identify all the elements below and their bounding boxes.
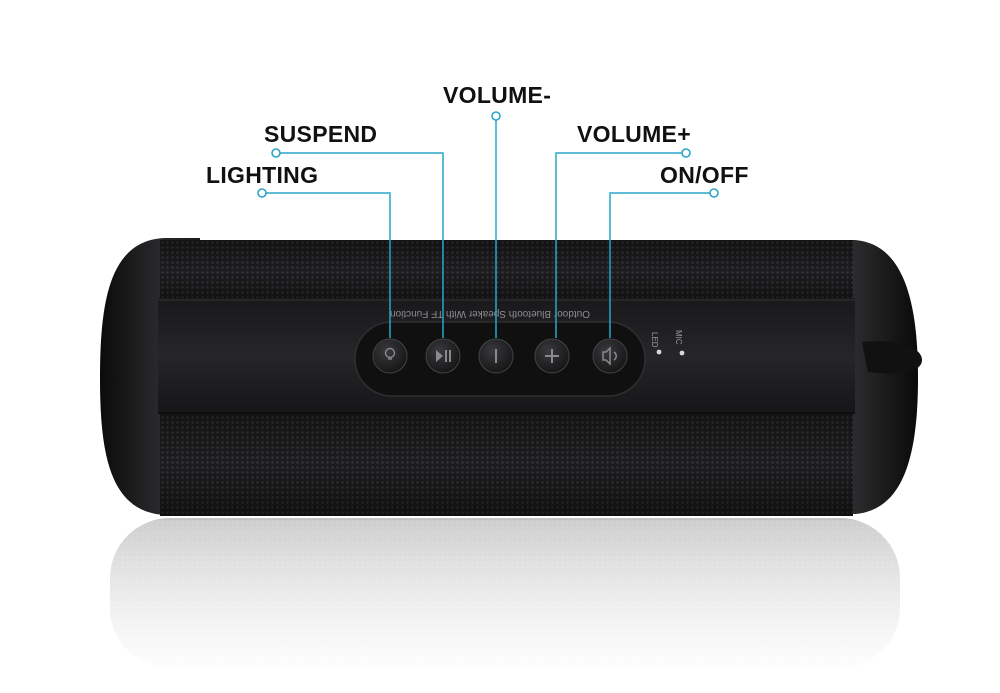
- lightbulb-icon: [384, 347, 396, 360]
- power-phone-icon: [602, 346, 617, 366]
- lighting-callout-dot: [257, 188, 267, 198]
- volume-plus-label: VOLUME+: [577, 121, 691, 147]
- on-off-label: ON/OFF: [660, 162, 749, 188]
- lighting-label: LIGHTING: [206, 162, 319, 188]
- callout-lines: [257, 111, 719, 338]
- led-indicator: [656, 349, 662, 355]
- mic-hole: [679, 350, 685, 356]
- play-pause-icon: [436, 350, 451, 362]
- volume-plus-callout-dot: [681, 148, 691, 158]
- lighting-button[interactable]: [372, 338, 408, 374]
- speaker-printed-text: Outdoor Bluetooth Speaker With TF Functi…: [390, 308, 590, 319]
- plus-icon: [545, 349, 559, 363]
- on-off-button[interactable]: [592, 338, 628, 374]
- suspend-callout-dot: [271, 148, 281, 158]
- volume-plus-button[interactable]: [534, 338, 570, 374]
- mic-label: MIC: [674, 330, 683, 345]
- led-label: LED: [650, 332, 659, 348]
- volume-minus-callout-dot: [491, 111, 501, 121]
- volume-minus-button[interactable]: [478, 338, 514, 374]
- volume-minus-label: VOLUME-: [443, 82, 552, 108]
- speaker-strap: [862, 341, 922, 374]
- suspend-button[interactable]: [425, 338, 461, 374]
- on-off-callout-dot: [709, 188, 719, 198]
- suspend-label: SUSPEND: [264, 121, 378, 147]
